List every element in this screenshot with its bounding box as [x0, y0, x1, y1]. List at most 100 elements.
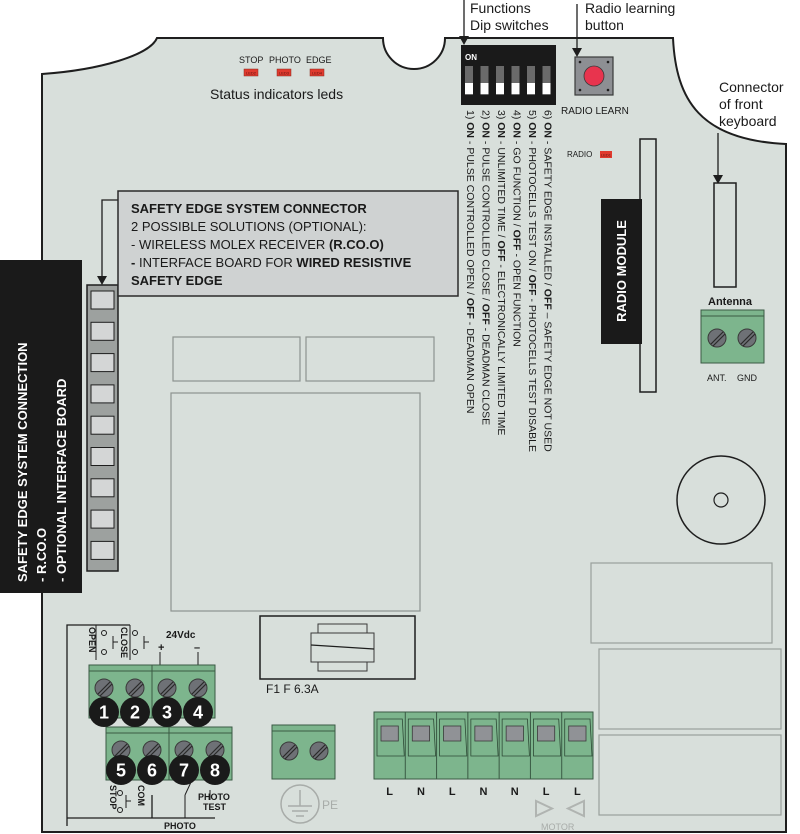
- power-terminal-label: N: [511, 786, 519, 798]
- led-label-edge: EDGE: [306, 55, 332, 65]
- callout-keyboard-line3: keyboard: [719, 113, 777, 129]
- callout-keyboard-line1: Connector: [719, 79, 784, 95]
- terminal-number-7: 7: [169, 755, 199, 785]
- led-edge-chip: LED4: [312, 71, 323, 76]
- led-photo: [276, 68, 292, 77]
- radio-learn-button[interactable]: [574, 56, 614, 96]
- close-label: CLOSE: [119, 627, 129, 658]
- pe-label: PE: [322, 798, 338, 812]
- stop-switch-icon: [117, 790, 131, 813]
- terminal-number-2: 2: [120, 697, 150, 727]
- connector-pin: [90, 509, 115, 529]
- dip-switch-3[interactable]: [496, 66, 504, 95]
- svg-text:4: 4: [193, 703, 203, 723]
- supply-plus: +: [158, 642, 164, 654]
- side-label-line2: - R.CO.O: [34, 528, 49, 582]
- screw-icon: [94, 678, 114, 698]
- side-label-line3: - OPTIONAL INTERFACE BOARD: [54, 379, 69, 582]
- dip-switch-housing: [461, 45, 556, 105]
- dip-switch-5[interactable]: [527, 66, 535, 95]
- safety-box-line2-b: (R.CO.O): [329, 237, 384, 252]
- connector-pin: [90, 384, 115, 404]
- safety-box-line2: - WIRELESS MOLEX RECEIVER (R.CO.O): [131, 237, 384, 252]
- radio-learn-button-cap[interactable]: [583, 65, 605, 87]
- power-terminal-4: N: [467, 712, 499, 798]
- connector-pin: [90, 540, 115, 560]
- antenna-terminal-block: [700, 309, 765, 364]
- radio-led-label: RADIO: [567, 150, 592, 159]
- safety-box-line1: 2 POSSIBLE SOLUTIONS (OPTIONAL):: [131, 219, 367, 234]
- connector-pin: [90, 353, 115, 373]
- power-terminal-7: L: [561, 712, 593, 798]
- dip-switch-6[interactable]: [542, 66, 551, 95]
- stop-label: STOP: [108, 785, 118, 809]
- safety-edge-connector[interactable]: [86, 284, 119, 572]
- supply-minus: –: [194, 642, 200, 654]
- connector-pin: [90, 415, 115, 435]
- svg-text:7: 7: [179, 761, 189, 781]
- component-outline: [590, 562, 773, 644]
- terminal-number-1: 1: [89, 697, 119, 727]
- radio-led: [600, 151, 612, 158]
- photo-test-label-1: PHOTO: [198, 792, 230, 802]
- callout-keyboard-line2: of front: [719, 96, 763, 112]
- front-keyboard-connector: [713, 182, 737, 288]
- power-terminal-label: L: [574, 786, 581, 798]
- safety-box-line3-c: WIRED RESISTIVE: [296, 255, 411, 270]
- com-label: COM: [136, 785, 146, 806]
- power-terminal-6: L: [529, 712, 562, 798]
- callout-dip-line2: Dip switches: [470, 17, 549, 33]
- component-outline: [598, 648, 782, 730]
- side-label-line1: SAFETY EDGE SYSTEM CONNECTION: [15, 342, 30, 582]
- power-terminal-3: L: [436, 712, 468, 798]
- power-terminal-1: L: [376, 718, 405, 798]
- radio-learn-label: RADIO LEARN: [561, 106, 629, 117]
- ground-icon: [280, 784, 320, 824]
- safety-box-title: SAFETY EDGE SYSTEM CONNECTOR: [131, 201, 367, 216]
- screw-icon: [125, 678, 145, 698]
- radio-led-chip: LED1: [601, 153, 612, 158]
- svg-text:3: 3: [162, 703, 172, 723]
- dip-switch-block: ON: [461, 45, 556, 105]
- callout-radio-line1: Radio learning: [585, 0, 675, 16]
- dip-switch-4[interactable]: [511, 66, 520, 95]
- power-terminal-2: N: [404, 712, 436, 798]
- dip-switch-2[interactable]: [480, 66, 489, 95]
- fuse-label: F1 F 6.3A: [266, 682, 319, 696]
- photo-test-label-2: TEST: [203, 802, 227, 812]
- dip-function-1: 1) ON - PULSE CONTROLLED OPEN / OFF - DE…: [464, 110, 476, 413]
- open-switch-icon: [101, 630, 118, 655]
- safety-box-line3-a: -: [131, 255, 139, 270]
- dip-switch-1[interactable]: [465, 66, 473, 95]
- screw-icon: [142, 740, 162, 760]
- connector-pin: [90, 478, 115, 498]
- safety-box-line3-b: INTERFACE BOARD FOR: [139, 255, 296, 270]
- led-label-photo: PHOTO: [269, 55, 301, 65]
- connector-pin: [90, 290, 115, 310]
- led-edge: [309, 68, 325, 77]
- close-switch-icon: [132, 630, 149, 655]
- power-terminal-5: N: [498, 712, 530, 798]
- antenna-terminal-gnd: GND: [737, 373, 758, 383]
- callout-dip-switches: Functions Dip switches: [459, 0, 549, 45]
- antenna-terminal-ant: ANT.: [707, 373, 727, 383]
- svg-text:6: 6: [147, 761, 157, 781]
- component-outline: [598, 734, 782, 816]
- fuse[interactable]: [259, 615, 416, 680]
- radio-module: [601, 199, 642, 344]
- terminal-number-5: 5: [106, 755, 136, 785]
- led-stop-chip: LED2: [246, 71, 257, 76]
- radio-module-slot: [639, 138, 657, 393]
- status-leds-caption: Status indicators leds: [210, 86, 343, 102]
- callout-dip-line1: Functions: [470, 0, 531, 16]
- led-stop: [243, 68, 259, 77]
- power-terminal-label: N: [417, 786, 425, 798]
- component-outline: [305, 336, 435, 382]
- dip-function-3: 3) ON - UNLIMITED TIME / OFF - ELECTRONI…: [495, 110, 507, 435]
- callout-radio-line2: button: [585, 17, 624, 33]
- screw-icon: [188, 678, 208, 698]
- dip-function-6: 6) ON - SAFETY EDGE INSTALLED / OFF – SA…: [542, 110, 554, 452]
